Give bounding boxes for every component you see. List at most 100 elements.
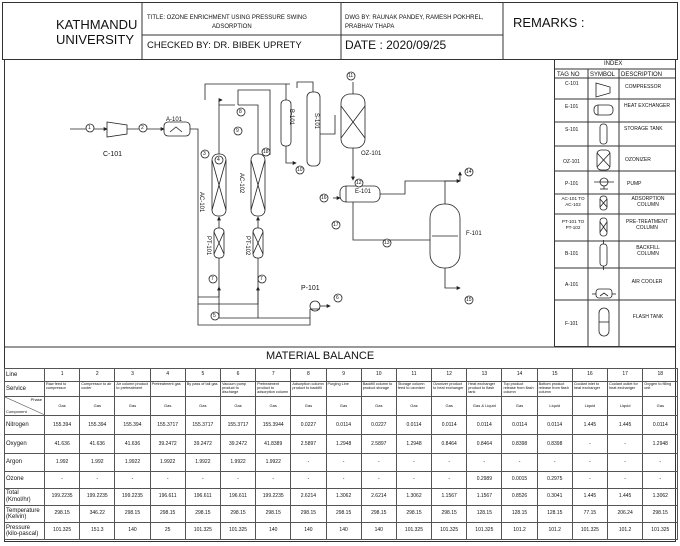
value-cell: 155.394 <box>43 415 81 436</box>
value-cell: - <box>184 470 221 489</box>
value-cell: 140 <box>290 521 327 541</box>
table-row-line: Line 1 2 3 4 5 6 7 8 9 10 11 12 13 14 15… <box>4 368 679 382</box>
phase-cell: Liquid <box>606 395 644 417</box>
adsorption-column-symbol <box>599 195 608 211</box>
index-tag: B-101 <box>565 251 579 257</box>
stream-4-line <box>204 83 240 100</box>
index-desc: PUMP <box>627 181 642 187</box>
value-cell: - <box>606 453 644 472</box>
value-cell: 1.445 <box>606 415 644 436</box>
service-cell: Purging Line <box>325 380 362 397</box>
value-cell: 298.15 <box>395 504 433 523</box>
stream-5-line <box>205 309 311 326</box>
value-cell: 0.2989 <box>466 470 503 489</box>
value-cell: 155.3717 <box>184 415 221 436</box>
line-number: 18 <box>642 368 679 382</box>
service-cell: Backfill column to product storage <box>360 380 397 397</box>
value-cell: - <box>395 470 433 489</box>
value-cell: 128.15 <box>466 504 503 523</box>
value-cell: - <box>255 470 292 489</box>
value-cell: 155.3717 <box>219 415 257 436</box>
phase-cell: Gas <box>360 395 397 417</box>
value-cell: 1.3062 <box>395 487 433 506</box>
line-number: 1 <box>43 368 81 382</box>
vacuum-header <box>218 288 310 319</box>
value-cell: 0.0114 <box>395 415 433 436</box>
stream-number: 8 <box>239 109 242 115</box>
stream-number: 2 <box>141 125 144 131</box>
value-cell: 298.15 <box>184 504 221 523</box>
value-cell: 1.3062 <box>642 487 679 506</box>
stream-number: 7 <box>260 276 263 282</box>
value-cell: 101.2 <box>501 521 538 541</box>
value-cell: - <box>571 453 609 472</box>
label-f101: F-101 <box>466 231 482 237</box>
index-tag: AC-101 TO AC-102 <box>561 196 585 207</box>
value-cell: 1.1567 <box>466 487 503 506</box>
ac101-outlet <box>218 98 223 105</box>
index-desc: ADSORPTION COLUMN <box>631 196 665 208</box>
backfill-column-symbol <box>599 240 608 270</box>
drawn-by: DWG BY: RAUNAK PANDEY, RAMESH POKHREL, <box>345 15 484 21</box>
index-tag: OZ-101 <box>563 159 580 165</box>
value-cell: - <box>571 470 609 489</box>
value-cell: 39.2472 <box>219 434 257 455</box>
index-desc: PRE-TREATMENT COLUMN <box>625 219 669 231</box>
row-label: Nitrogen <box>4 415 45 436</box>
value-cell: 1.1567 <box>431 487 468 506</box>
drawing-title: TITLE: OZONE ENRICHMENT USING PRESSURE S… <box>147 15 307 21</box>
material-balance-title: MATERIAL BALANCE <box>266 350 375 362</box>
value-cell: 0.0227 <box>360 415 397 436</box>
remarks-label: REMARKS : <box>513 15 585 30</box>
phase-cell: Gas <box>43 395 81 417</box>
value-cell: 298.15 <box>149 504 186 523</box>
value-cell: - <box>325 470 362 489</box>
label-ac101: AC-101 <box>198 192 204 213</box>
service-cell: Vacuum pump product to discharge <box>219 380 257 397</box>
ozonizer-oz101 <box>340 93 366 149</box>
value-cell: - <box>395 453 433 472</box>
value-cell: 1.9922 <box>219 453 257 472</box>
pretreatment-column-pt101 <box>213 227 225 259</box>
value-cell: 1.9922 <box>114 453 151 472</box>
value-cell: 298.15 <box>290 504 327 523</box>
stream-number: 16 <box>321 195 327 201</box>
value-cell: 298.15 <box>114 504 151 523</box>
value-cell: 298.15 <box>431 504 468 523</box>
service-cell: Air column product to pretreatment <box>114 380 151 397</box>
label-e101: E-101 <box>355 189 372 195</box>
process-flow-diagram <box>70 71 474 326</box>
row-label: Pressure (kilo-pascal) <box>4 521 45 541</box>
stream-15-line <box>444 268 461 290</box>
value-cell: 1.2948 <box>395 434 433 455</box>
value-cell: 1.992 <box>43 453 81 472</box>
index-tag: C-101 <box>565 81 579 87</box>
stream-number: 7 <box>211 276 214 282</box>
stream-13-line <box>352 202 430 241</box>
value-cell: 0.3041 <box>536 487 573 506</box>
index-tag: PT-101 TO PT-102 <box>561 219 585 230</box>
university-line-1: KATHMANDU <box>56 17 138 32</box>
phase-cell: Gas <box>255 395 292 417</box>
line-number: 10 <box>360 368 397 382</box>
value-cell: 199.2235 <box>79 487 116 506</box>
value-cell: 39.2472 <box>149 434 186 455</box>
label-s101: S-101 <box>313 113 319 130</box>
value-cell: 25 <box>149 521 186 541</box>
stream-number: 3 <box>203 151 206 157</box>
stream-14-feed <box>380 179 461 195</box>
value-cell: - <box>606 470 644 489</box>
drawing-date: DATE : 2020/09/25 <box>345 38 447 52</box>
phase-component-header: Phase Component <box>4 395 45 417</box>
index-desc: BACKFILL COLUMN <box>636 245 660 257</box>
drawing-title-cont: ADSORPTION <box>212 24 252 30</box>
value-cell: 0.8398 <box>536 434 573 455</box>
value-cell: 2.6214 <box>360 487 397 506</box>
flash-tank-f101 <box>429 203 461 269</box>
value-cell: - <box>642 470 679 489</box>
value-cell: 155.394 <box>79 415 116 436</box>
stream-11-feed <box>320 115 336 135</box>
